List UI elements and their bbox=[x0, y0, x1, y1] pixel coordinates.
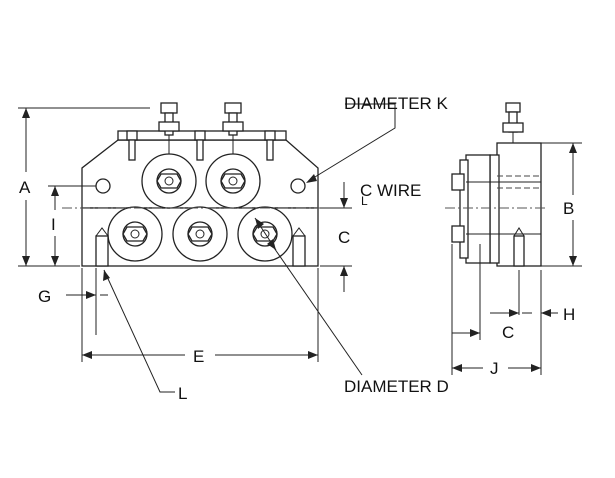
label-diameter-k: DIAMETER K bbox=[344, 94, 449, 113]
label-wire-centerline: C WIRE bbox=[360, 181, 421, 200]
upper-roller-left bbox=[141, 153, 197, 209]
label-b: B bbox=[563, 199, 574, 218]
dowel-pins bbox=[95, 227, 306, 267]
label-l: L bbox=[178, 384, 187, 403]
label-centerline-mark: L bbox=[361, 194, 368, 208]
label-e: E bbox=[193, 347, 204, 366]
lower-roller-1 bbox=[107, 206, 163, 262]
top-screws bbox=[126, 130, 276, 161]
mounting-hole-left bbox=[95, 178, 111, 194]
dimension-lines bbox=[18, 103, 582, 393]
side-plate bbox=[489, 154, 500, 264]
label-g: G bbox=[38, 287, 51, 306]
label-c-side: C bbox=[502, 323, 514, 342]
side-view bbox=[445, 102, 545, 267]
label-c-front: C bbox=[338, 228, 350, 247]
roller-stack-side bbox=[465, 154, 491, 264]
label-diameter-d: DIAMETER D bbox=[344, 377, 449, 396]
lower-roller-2 bbox=[172, 206, 228, 262]
upper-roller-right bbox=[205, 153, 261, 209]
front-view bbox=[62, 102, 350, 267]
label-h: H bbox=[563, 305, 575, 324]
dimension-labels: DIAMETER K DIAMETER D C WIRE L A B C C E… bbox=[19, 94, 575, 403]
mounting-hole-right bbox=[290, 178, 306, 194]
adjusting-screw-left bbox=[158, 102, 180, 168]
label-a: A bbox=[19, 178, 31, 197]
label-j: J bbox=[490, 359, 499, 378]
label-i: I bbox=[51, 215, 56, 234]
